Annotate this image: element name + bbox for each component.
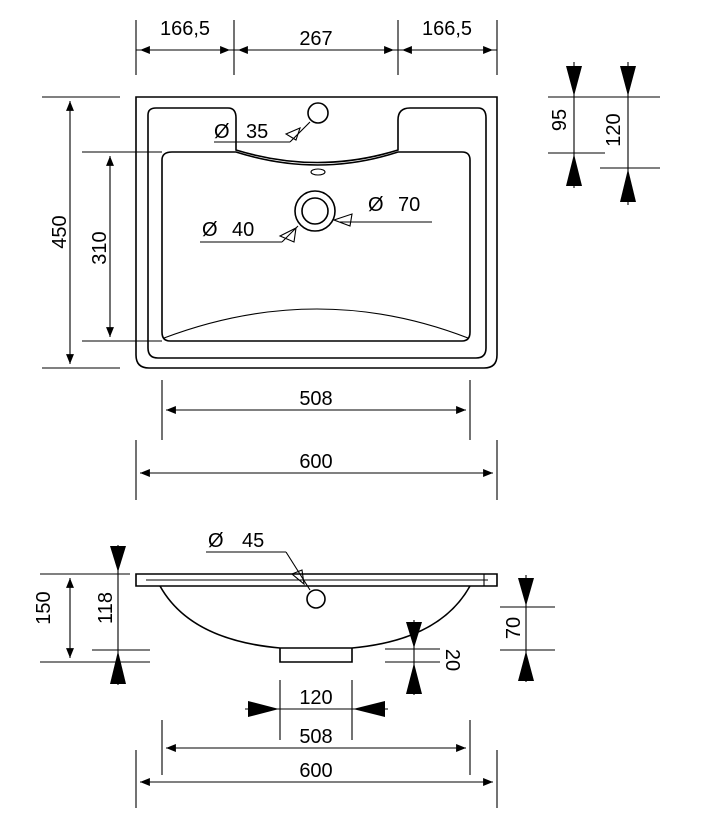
rim-detail: 95 120 — [548, 62, 660, 205]
dim-side-inner-width: 508 — [299, 726, 332, 748]
dim-drain-40: Ø 40 — [202, 219, 254, 241]
dim-height-total: 150 — [33, 591, 55, 624]
dim-inner-width: 508 — [299, 388, 332, 410]
diameter-symbol: Ø — [214, 121, 230, 143]
diameter-symbol: Ø — [208, 530, 224, 552]
overflow-slot — [310, 168, 326, 176]
dim-width-right: 166,5 — [422, 18, 472, 40]
dim-rim-120: 120 — [603, 113, 625, 146]
dim-rim-95: 95 — [549, 109, 571, 131]
dim-side-outer-width: 600 — [299, 760, 332, 782]
diameter-symbol: Ø — [368, 194, 384, 216]
side-top-slab — [135, 573, 498, 587]
dim-drain-pipe: 20 — [441, 649, 463, 671]
bowl-outline — [161, 151, 471, 342]
drain-value: 40 — [232, 219, 254, 241]
basin-rim-outline — [147, 107, 487, 359]
diameter-symbol: Ø — [202, 219, 218, 241]
tap-hole-value: 35 — [246, 121, 268, 143]
drain-outer — [294, 190, 336, 232]
dim-tap-hole: Ø 35 — [214, 121, 268, 143]
overflow-value: 45 — [242, 530, 264, 552]
dim-outer-width: 600 — [299, 451, 332, 473]
basin-outer-outline — [135, 96, 498, 369]
side-overflow — [306, 589, 326, 609]
dim-depth-bowl: 310 — [89, 231, 111, 264]
dim-drain-width: 120 — [299, 687, 332, 709]
dim-drain-height: 70 — [503, 617, 525, 639]
bowl-front-curve — [163, 308, 469, 339]
dim-overflow: Ø 45 — [208, 530, 264, 552]
tap-hole — [307, 102, 329, 124]
side-drain — [279, 648, 353, 663]
dim-width-left: 166,5 — [160, 18, 210, 40]
dim-depth-total: 450 — [49, 215, 71, 248]
dim-width-mid: 267 — [299, 28, 332, 50]
drain-outer-value: 70 — [398, 194, 420, 216]
dim-drain-70: Ø 70 — [368, 194, 420, 216]
side-view: Ø 45 150 118 70 20 120 — [33, 530, 555, 808]
top-view: 166,5 267 166,5 450 310 Ø 35 Ø 40 Ø — [42, 18, 498, 500]
dim-height-bowl: 118 — [95, 592, 117, 624]
side-bowl-curve — [159, 585, 471, 649]
drain-inner — [301, 197, 329, 225]
